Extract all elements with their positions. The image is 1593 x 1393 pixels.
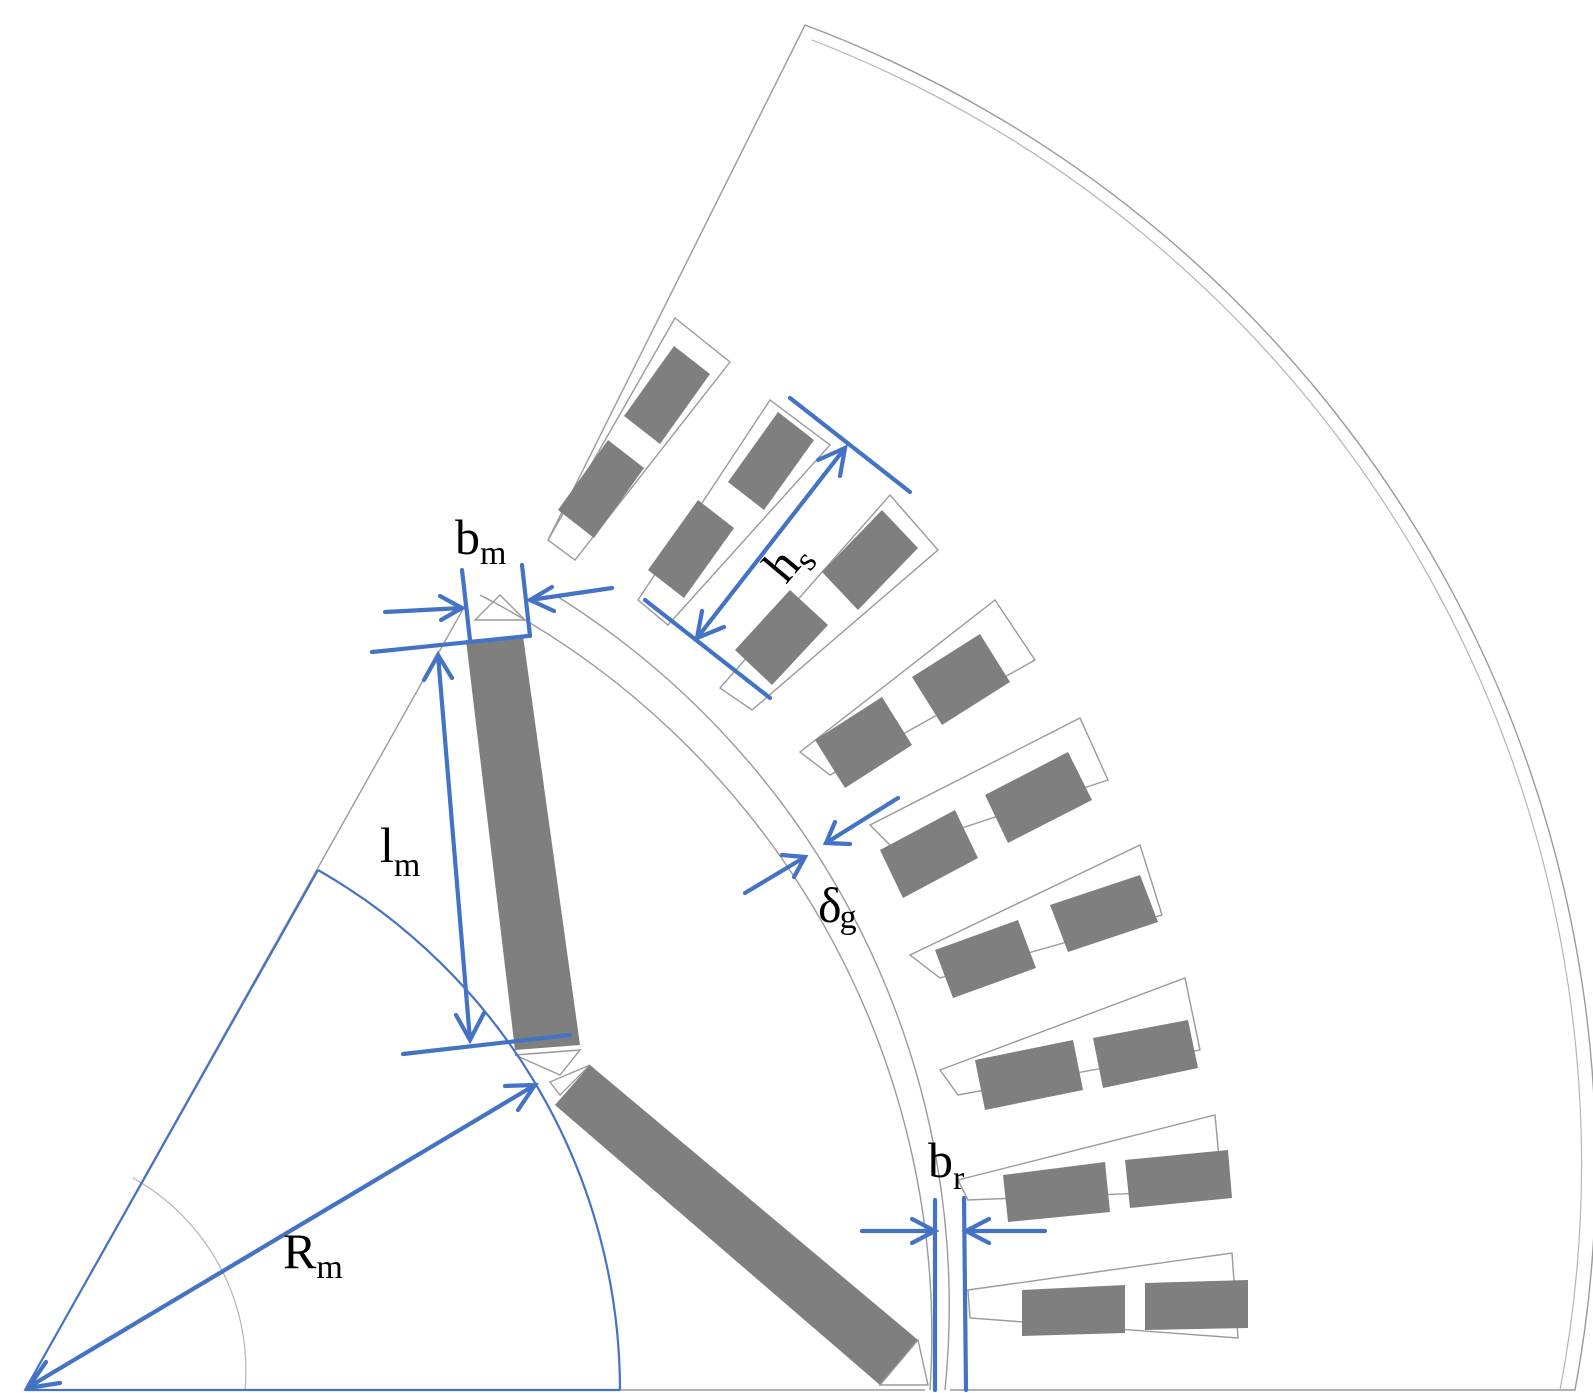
hs-arrowhead-bottom [694, 608, 727, 642]
rm-arrowhead-start [23, 1359, 63, 1391]
rm-arc [317, 869, 622, 1391]
label-hs: hs [752, 527, 825, 597]
magnet-pocket-end [878, 1338, 929, 1386]
labels: Rm lm bm hs δg br [283, 509, 965, 1286]
label-br: br [928, 1132, 965, 1197]
sector-edge-line [24, 869, 319, 1391]
dg-arrow-outer [823, 795, 901, 846]
hs-arrowhead-top [815, 444, 848, 479]
label-bm: bm [455, 509, 506, 572]
slot-3 [718, 493, 939, 711]
rotor-outer-arc [479, 594, 933, 1391]
br-arrowhead-left [909, 1216, 940, 1246]
slot-6 [908, 844, 1163, 998]
bm-limit-right [519, 562, 533, 639]
lm-arrowhead-top [421, 650, 455, 683]
rm-arrowhead-end [502, 1082, 540, 1113]
lm-arrowhead-bottom [453, 1010, 487, 1045]
magnet-tangential [555, 1065, 918, 1385]
slot-4 [798, 598, 1037, 788]
label-rm: Rm [283, 1223, 343, 1286]
stator-slots [547, 316, 1248, 1339]
hs-limit-bottom [642, 597, 773, 701]
slot-1 [547, 316, 731, 561]
slot-7 [938, 977, 1201, 1110]
bm-arrow-right [527, 585, 615, 603]
slot-2 [637, 398, 832, 626]
dg-arrow-inner [742, 854, 808, 896]
bm-arrowhead-left [437, 593, 467, 623]
bm-arrowhead-right [525, 584, 557, 614]
annotations [23, 395, 1048, 1393]
hs-arrow-line [694, 445, 848, 641]
stator-inner-arc [554, 594, 950, 1391]
rotor-inner-arc-small [132, 1177, 247, 1391]
magnet-radial [466, 636, 580, 1050]
lm-limit-top [369, 633, 531, 655]
slot-5 [868, 717, 1109, 898]
rm-arrow-line [29, 1082, 538, 1388]
lm-arrow-line [435, 652, 473, 1043]
br-limit-right [961, 1195, 969, 1393]
magnet-pocket-second [548, 1064, 591, 1097]
slot-9 [967, 1252, 1248, 1339]
label-lm: lm [380, 817, 420, 884]
bm-limit-left [459, 567, 473, 643]
stator-outline [547, 24, 1593, 1391]
dg-arrowhead-outer [822, 819, 853, 847]
slot-8 [956, 1114, 1232, 1222]
magnet-pocket-top [473, 594, 527, 621]
magnet-pocket-bottom [514, 1049, 582, 1076]
br-arrowhead-right [961, 1216, 992, 1246]
lm-limit-bottom [400, 1032, 573, 1057]
bm-arrow-left [382, 605, 465, 615]
label-dg: δg [818, 877, 857, 936]
magnets [466, 594, 929, 1386]
stator-outer-boundary [547, 24, 1593, 1391]
hs-limit-top [787, 395, 913, 495]
stator-back-iron-arc [811, 39, 1583, 1391]
dg-arrowhead-inner [779, 852, 809, 880]
